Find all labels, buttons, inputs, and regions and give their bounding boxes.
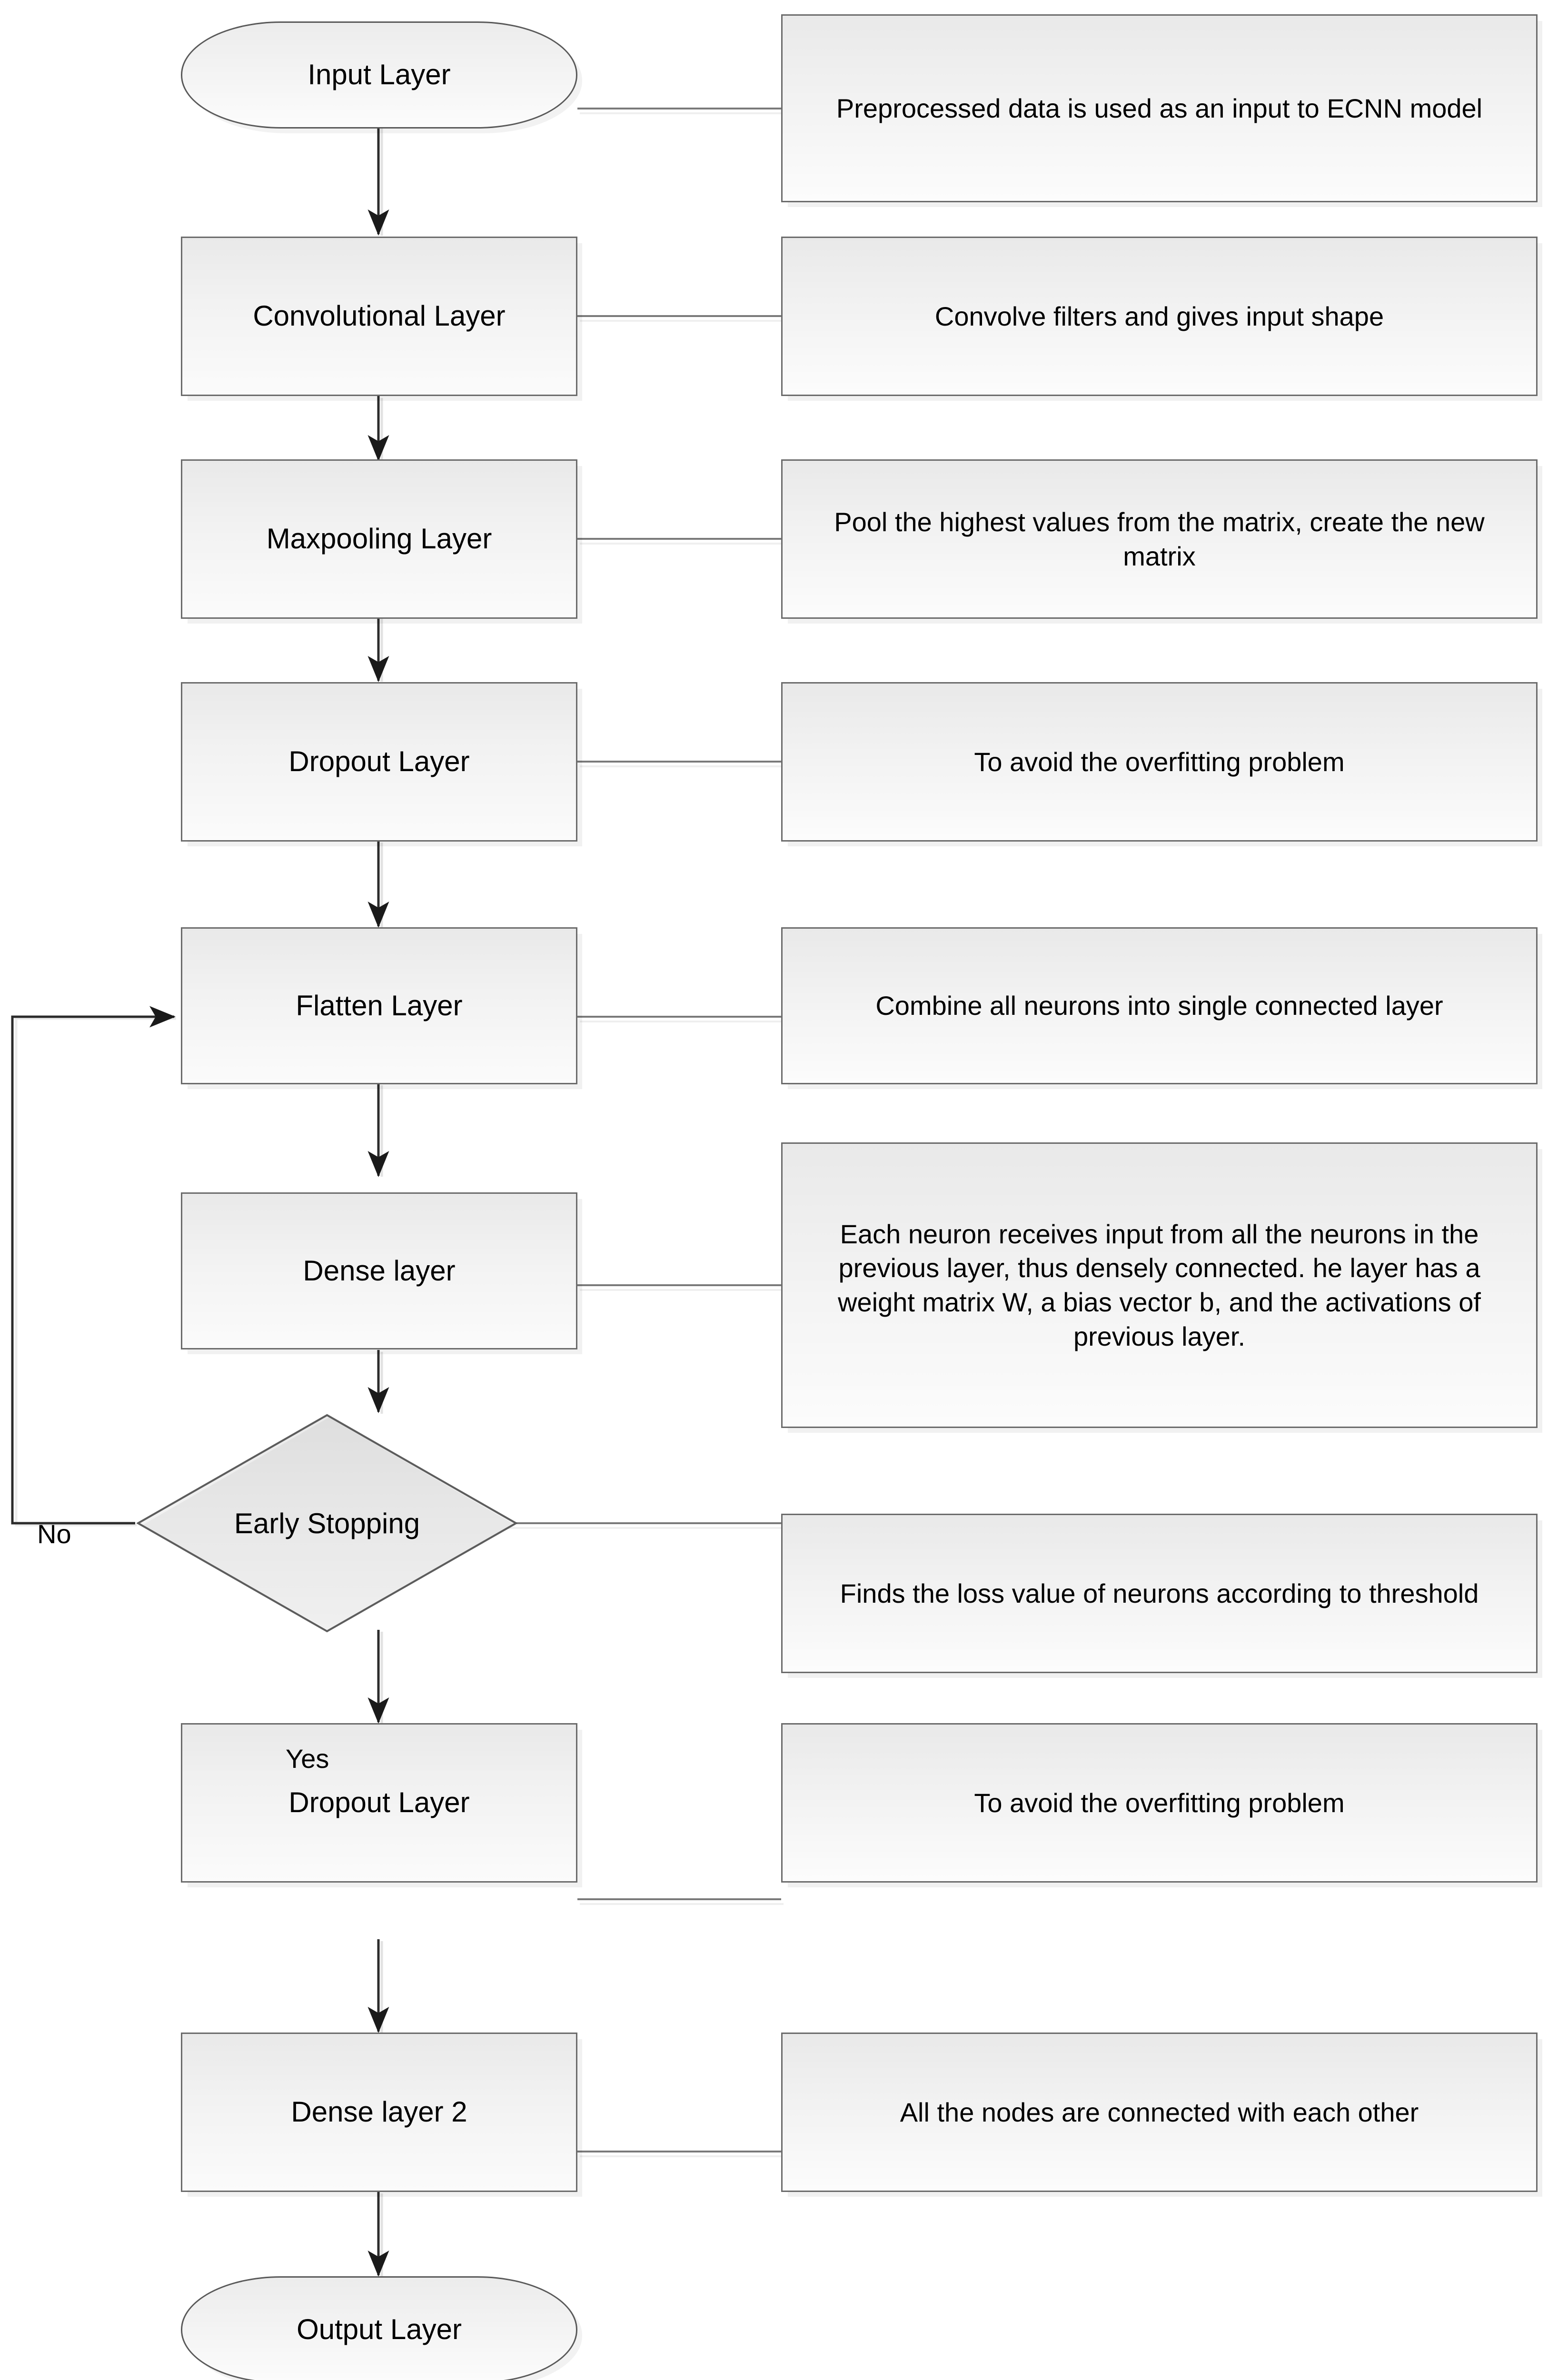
annotation-convolutional-layer: Convolve filters and gives input shape [781, 237, 1538, 396]
annotation-text: Preprocessed data is used as an input to… [836, 93, 1483, 123]
annotation-text: Each neuron receives input from all the … [838, 1219, 1481, 1351]
node-convolutional-layer[interactable]: Convolutional Layer [181, 237, 577, 396]
node-label: Maxpooling Layer [266, 523, 492, 555]
node-label: Early Stopping [234, 1507, 420, 1539]
node-label: Dense layer 2 [291, 2096, 467, 2128]
annotation-text: Finds the loss value of neurons accordin… [840, 1578, 1479, 1608]
edge-label-no-text: No [37, 1519, 71, 1549]
annotation-text: To avoid the overfitting problem [974, 1787, 1345, 1818]
node-label: Dropout Layer [288, 1786, 470, 1819]
annotation-text: Combine all neurons into single connecte… [875, 991, 1443, 1021]
node-flatten-layer[interactable]: Flatten Layer [181, 927, 577, 1084]
annotation-text: All the nodes are connected with each ot… [900, 2097, 1419, 2127]
node-early-stopping[interactable]: Early Stopping [137, 1414, 517, 1633]
node-dropout-layer-2[interactable]: Dropout Layer [181, 1723, 577, 1883]
edge-label-yes-text: Yes [286, 1744, 329, 1774]
node-label: Dropout Layer [288, 745, 470, 778]
node-label: Input Layer [308, 59, 451, 91]
node-dense-layer[interactable]: Dense layer [181, 1192, 577, 1349]
annotation-dense-layer: Each neuron receives input from all the … [781, 1142, 1538, 1428]
annotation-dense-layer-2: All the nodes are connected with each ot… [781, 2033, 1538, 2192]
node-input-layer[interactable]: Input Layer [181, 21, 577, 129]
annotation-dropout-layer-1: To avoid the overfitting problem [781, 682, 1538, 842]
annotation-dropout-layer-2: To avoid the overfitting problem [781, 1723, 1538, 1883]
node-dense-layer-2[interactable]: Dense layer 2 [181, 2033, 577, 2192]
annotation-maxpooling-layer: Pool the highest values from the matrix,… [781, 459, 1538, 619]
annotation-flatten-layer: Combine all neurons into single connecte… [781, 927, 1538, 1084]
node-label-wrap: Early Stopping [137, 1414, 517, 1633]
annotation-early-stopping: Finds the loss value of neurons accordin… [781, 1514, 1538, 1673]
edge-label-no: No [37, 1518, 71, 1549]
node-dropout-layer-1[interactable]: Dropout Layer [181, 682, 577, 842]
node-output-layer[interactable]: Output Layer [181, 2276, 577, 2380]
annotation-text: Pool the highest values from the matrix,… [834, 506, 1485, 571]
node-label: Dense layer [303, 1254, 456, 1287]
annotation-input-layer: Preprocessed data is used as an input to… [781, 14, 1538, 202]
node-label: Flatten Layer [296, 989, 463, 1021]
edge-label-yes: Yes [286, 1743, 329, 1774]
node-label: Convolutional Layer [253, 300, 506, 332]
node-label: Output Layer [297, 2313, 462, 2346]
annotation-text: Convolve filters and gives input shape [934, 301, 1384, 331]
annotation-text: To avoid the overfitting problem [974, 746, 1345, 777]
node-maxpooling-layer[interactable]: Maxpooling Layer [181, 459, 577, 619]
diamond-border [137, 1414, 517, 1633]
